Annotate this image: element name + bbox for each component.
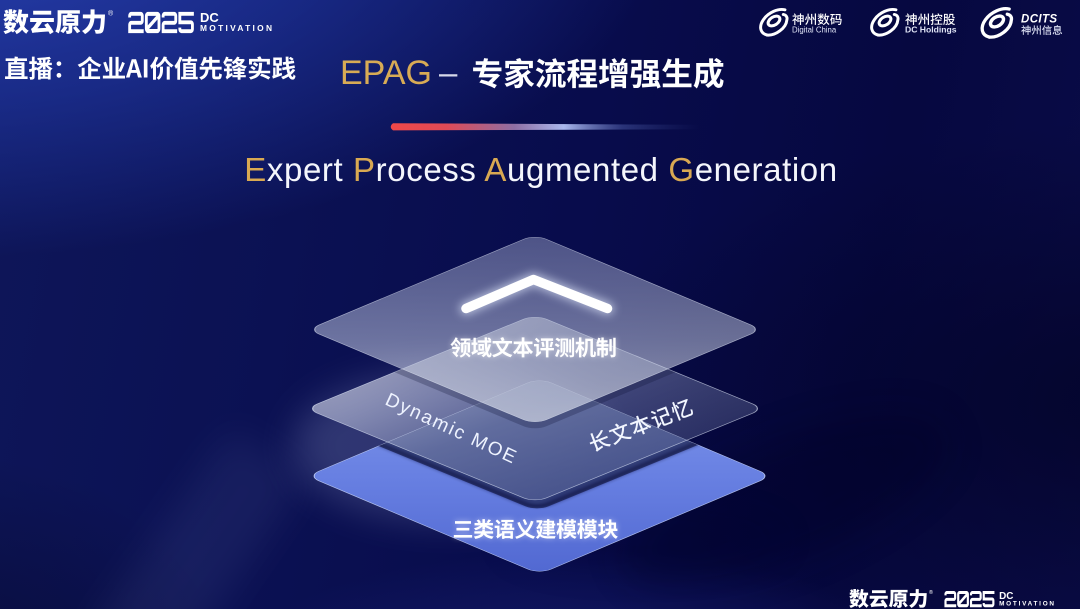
svg-text:EPAG: EPAG	[340, 54, 432, 92]
svg-text:Digital China: Digital China	[792, 26, 837, 35]
svg-text:–: –	[439, 54, 458, 91]
svg-text:DC Holdings: DC Holdings	[905, 25, 957, 35]
svg-text:Expert Process Augmented Gener: Expert Process Augmented Generation	[244, 151, 837, 188]
svg-text:DCITS: DCITS	[1021, 14, 1058, 26]
